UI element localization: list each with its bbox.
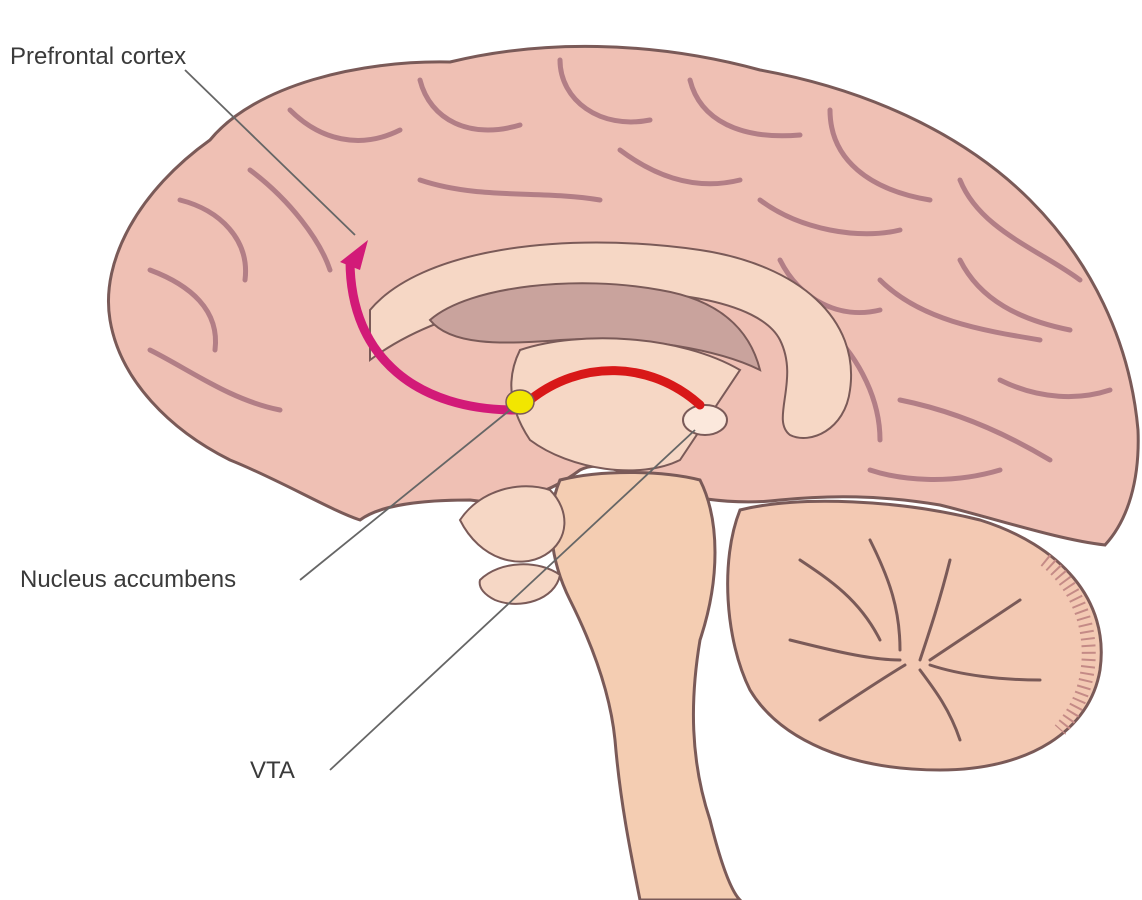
pituitary — [480, 564, 560, 604]
label-nucleus-accumbens: Nucleus accumbens — [20, 566, 236, 593]
cerebellum — [728, 501, 1102, 770]
label-prefrontal-cortex: Prefrontal cortex — [10, 43, 186, 70]
label-vta: VTA — [250, 757, 295, 784]
vta-region — [683, 405, 727, 435]
